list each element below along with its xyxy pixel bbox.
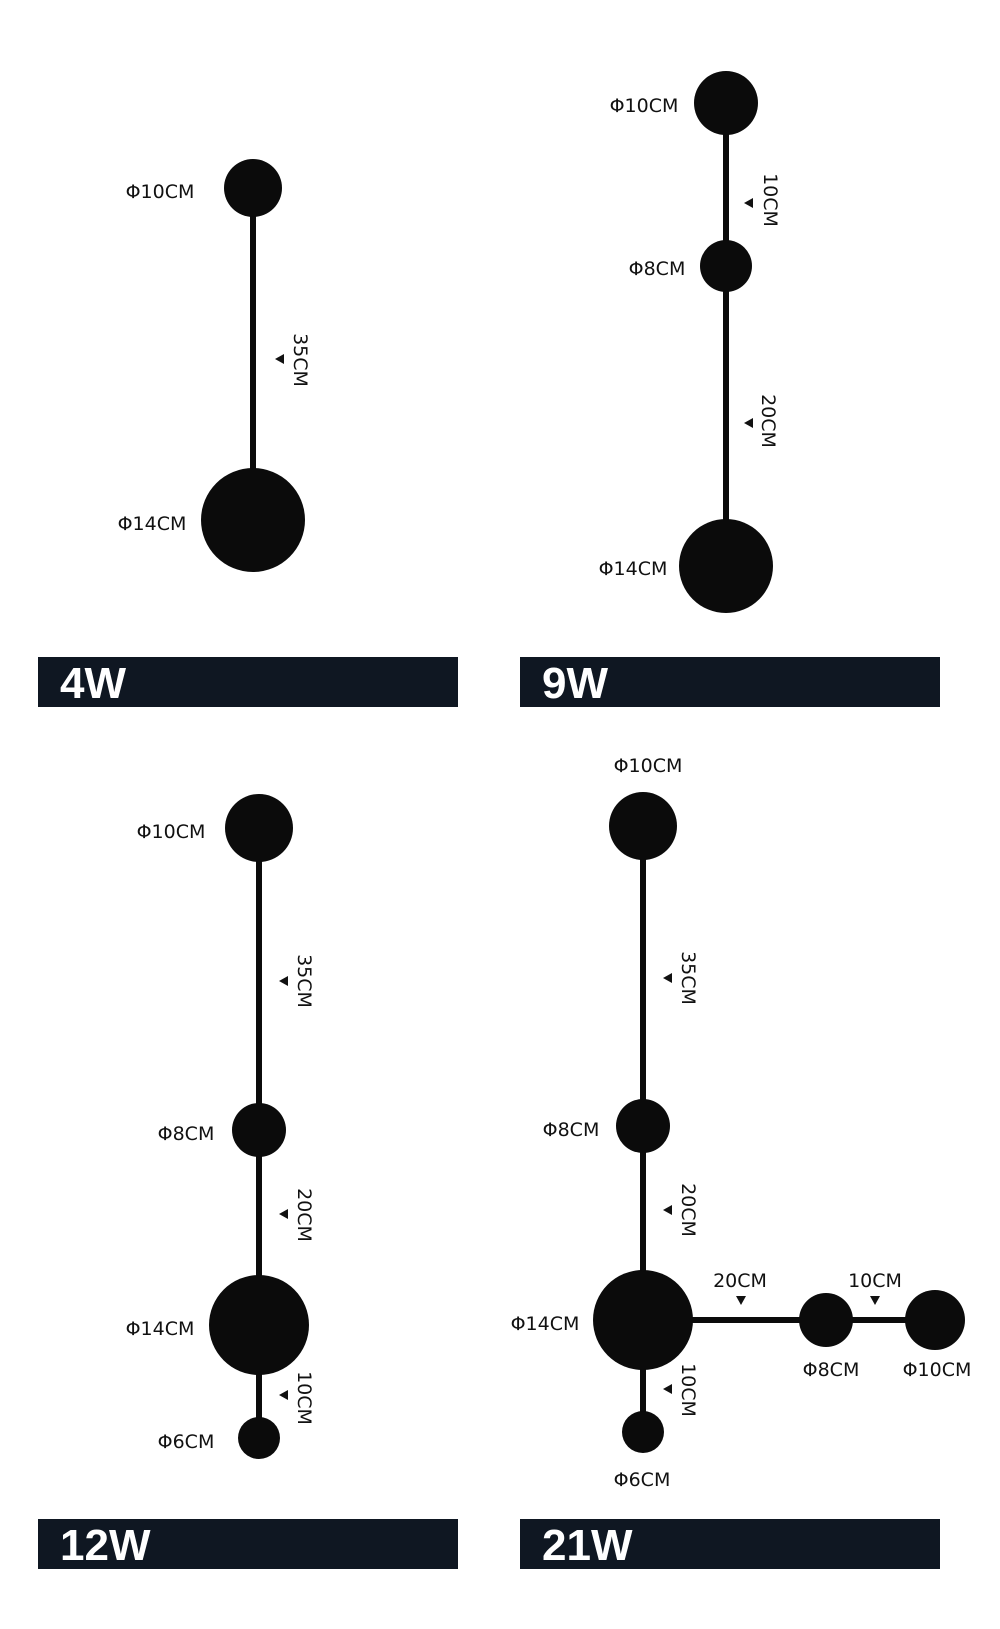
label-21w-r3: 10CM bbox=[677, 1363, 699, 1417]
label-12w-large: Φ14CM bbox=[126, 1318, 195, 1340]
panel-21w: Φ10CM Φ8CM Φ14CM Φ6CM Φ8CM Φ10CM 35CM 20… bbox=[511, 755, 972, 1570]
marker-12w-r2 bbox=[279, 1209, 288, 1219]
marker-21w-h1 bbox=[736, 1296, 746, 1305]
panel-4w: Φ10CM Φ14CM 35CM 4W bbox=[38, 159, 458, 708]
marker-4w-r1 bbox=[275, 354, 284, 364]
disc-21w-large bbox=[593, 1270, 693, 1370]
label-12w-r1: 35CM bbox=[293, 954, 315, 1008]
marker-21w-r3 bbox=[663, 1384, 672, 1394]
power-title-21w: 21W bbox=[542, 1521, 633, 1570]
disc-21w-top bbox=[609, 792, 677, 860]
label-21w-mid: Φ8CM bbox=[543, 1119, 600, 1141]
marker-12w-r1 bbox=[279, 976, 288, 986]
label-9w-bottom: Φ14CM bbox=[599, 558, 668, 580]
label-9w-r2: 20CM bbox=[757, 394, 779, 448]
marker-21w-r2 bbox=[663, 1205, 672, 1215]
disc-12w-large bbox=[209, 1275, 309, 1375]
label-21w-top: Φ10CM bbox=[614, 755, 683, 777]
label-21w-h1: 20CM bbox=[713, 1270, 767, 1292]
marker-12w-r3 bbox=[279, 1390, 288, 1400]
label-12w-mid: Φ8CM bbox=[158, 1123, 215, 1145]
label-21w-r2: 20CM bbox=[677, 1183, 699, 1237]
power-title-12w: 12W bbox=[60, 1521, 151, 1570]
label-4w-top: Φ10CM bbox=[126, 181, 195, 203]
label-12w-r3: 10CM bbox=[293, 1371, 315, 1425]
label-21w-large: Φ14CM bbox=[511, 1313, 580, 1335]
disc-9w-bottom bbox=[679, 519, 773, 613]
label-9w-r1: 10CM bbox=[759, 173, 781, 227]
disc-9w-top bbox=[694, 71, 758, 135]
label-4w-r1: 35CM bbox=[289, 333, 311, 387]
label-9w-top: Φ10CM bbox=[610, 95, 679, 117]
label-9w-mid: Φ8CM bbox=[629, 258, 686, 280]
panel-12w: Φ10CM Φ8CM Φ14CM Φ6CM 35CM 20CM 10CM 12W bbox=[38, 794, 458, 1570]
disc-4w-top bbox=[224, 159, 282, 217]
label-21w-arm-mid: Φ8CM bbox=[803, 1359, 860, 1381]
label-12w-small: Φ6CM bbox=[158, 1431, 215, 1453]
label-21w-small: Φ6CM bbox=[614, 1469, 671, 1491]
power-band-9w bbox=[520, 657, 940, 707]
label-4w-bottom: Φ14CM bbox=[118, 513, 187, 535]
label-12w-top: Φ10CM bbox=[137, 821, 206, 843]
marker-21w-h2 bbox=[870, 1296, 880, 1305]
label-21w-r1: 35CM bbox=[677, 951, 699, 1005]
disc-12w-small bbox=[238, 1417, 280, 1459]
disc-9w-mid bbox=[700, 240, 752, 292]
disc-21w-arm-end bbox=[905, 1290, 965, 1350]
power-title-9w: 9W bbox=[542, 659, 608, 708]
disc-12w-top bbox=[225, 794, 293, 862]
disc-21w-arm-mid bbox=[799, 1293, 853, 1347]
label-12w-r2: 20CM bbox=[293, 1188, 315, 1242]
power-title-4w: 4W bbox=[60, 659, 126, 708]
disc-21w-mid bbox=[616, 1099, 670, 1153]
marker-21w-r1 bbox=[663, 973, 672, 983]
power-band-12w bbox=[38, 1519, 458, 1569]
panel-9w: Φ10CM Φ8CM Φ14CM 10CM 20CM 9W bbox=[520, 71, 940, 708]
disc-4w-bottom bbox=[201, 468, 305, 572]
label-21w-h2: 10CM bbox=[848, 1270, 902, 1292]
marker-9w-r2 bbox=[744, 418, 753, 428]
power-band-21w bbox=[520, 1519, 940, 1569]
disc-12w-mid bbox=[232, 1103, 286, 1157]
disc-21w-small bbox=[622, 1411, 664, 1453]
marker-9w-r1 bbox=[744, 198, 753, 208]
label-21w-arm-end: Φ10CM bbox=[903, 1359, 972, 1381]
power-band-4w bbox=[38, 657, 458, 707]
